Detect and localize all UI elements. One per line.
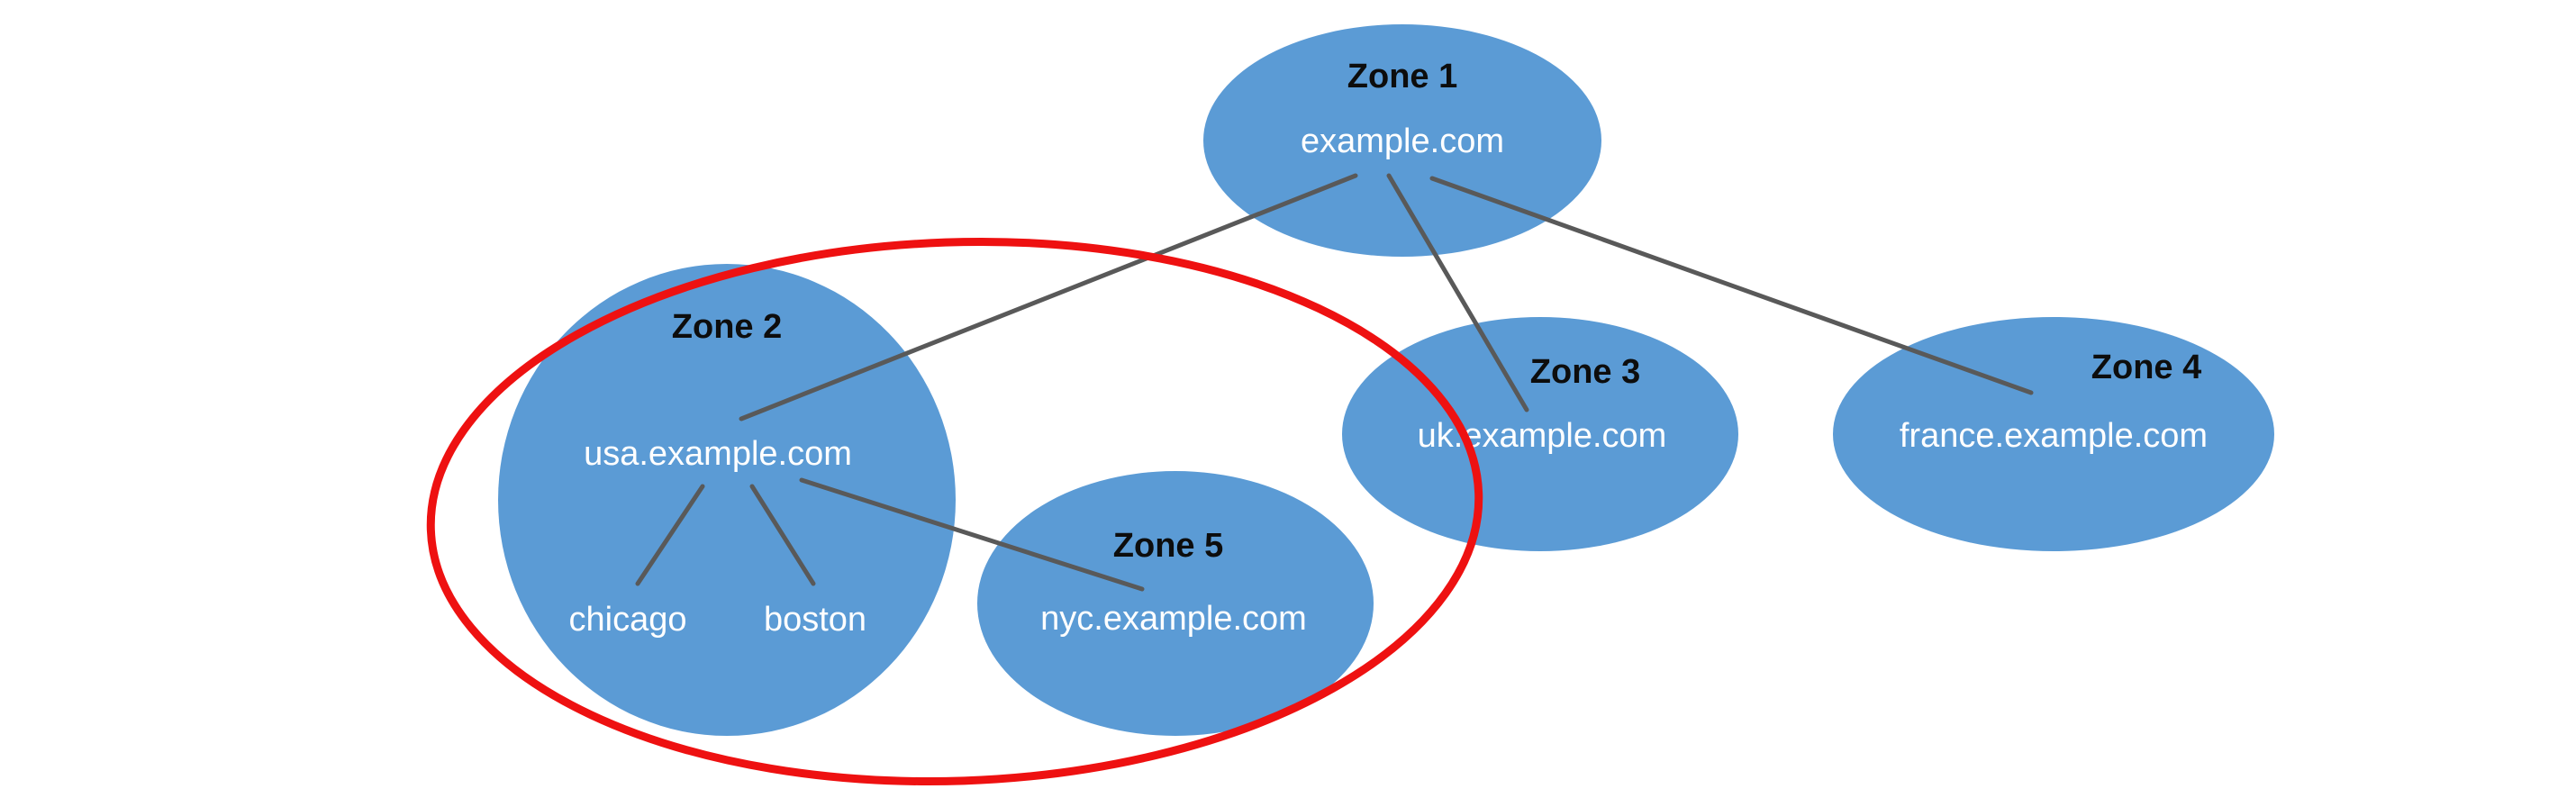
link-example-to-france <box>1429 176 2034 395</box>
zone-5-domain: nyc.example.com <box>1040 600 1307 638</box>
zone-2-domain: usa.example.com <box>584 435 852 473</box>
link-usa-to-chicago <box>635 484 705 586</box>
zone-2-bubble <box>498 264 956 736</box>
zone-4-title: Zone 4 <box>2091 349 2201 386</box>
zone-3-bubble <box>1342 317 1738 551</box>
zone-5-bubble <box>977 471 1374 736</box>
link-example-to-usa <box>739 173 1358 422</box>
zone-2-subdomain-boston: boston <box>764 601 866 639</box>
zone-2-title: Zone 2 <box>672 308 782 346</box>
zone-1-title: Zone 1 <box>1347 58 1457 95</box>
zone-1-domain: example.com <box>1301 122 1504 160</box>
zone-5-title: Zone 5 <box>1113 527 1223 565</box>
link-example-to-uk <box>1386 173 1529 413</box>
link-usa-to-boston <box>749 484 816 586</box>
highlight-ring <box>426 237 1483 786</box>
zone-3-title: Zone 3 <box>1530 353 1640 391</box>
zone-4-bubble <box>1833 317 2274 551</box>
zone-2-subdomain-chicago: chicago <box>569 601 687 639</box>
zone-4-domain: france.example.com <box>1900 417 2208 455</box>
link-usa-to-nyc <box>799 477 1145 592</box>
